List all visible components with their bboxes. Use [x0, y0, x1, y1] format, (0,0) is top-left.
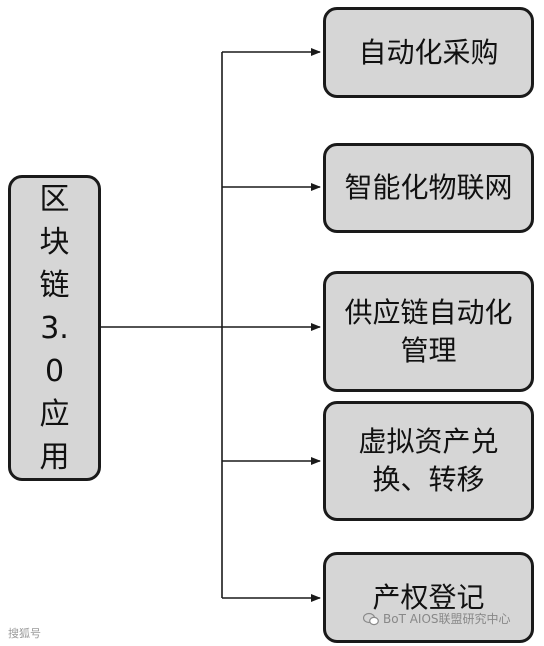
root-node-blockchain-3-0-applications: 区块链3.0应用	[8, 175, 101, 481]
wechat-icon	[363, 612, 379, 626]
branch-node-label: 产权登记	[372, 580, 485, 614]
branch-node-label: 供应链自动化管理	[344, 295, 513, 367]
branch-node-auto-procurement: 自动化采购	[323, 7, 534, 98]
branch-node-property-registration: 产权登记	[323, 552, 534, 643]
branch-node-supply-chain-management: 供应链自动化管理	[323, 271, 534, 392]
watermark-left-text: 搜狐号	[8, 627, 41, 640]
watermark-right: BoT AIOS联盟研究中心	[363, 612, 511, 626]
branch-node-label: 自动化采购	[358, 35, 499, 69]
branch-node-virtual-asset-exchange: 虚拟资产兑换、转移	[323, 401, 534, 521]
branch-node-smart-iot: 智能化物联网	[323, 143, 534, 233]
watermark-right-text: BoT AIOS联盟研究中心	[383, 612, 511, 626]
root-node-label: 区块链3.0应用	[39, 181, 70, 475]
watermark-left: 搜狐号	[8, 627, 41, 641]
branch-node-label: 智能化物联网	[344, 171, 513, 204]
branch-node-label: 虚拟资产兑换、转移	[358, 425, 499, 496]
